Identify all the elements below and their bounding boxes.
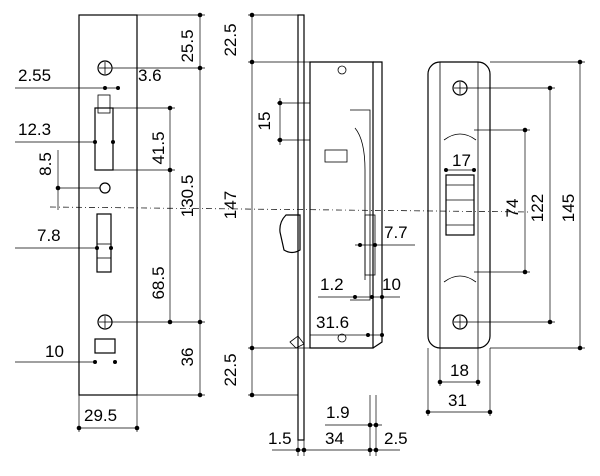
label-side-gap-b: 10: [382, 275, 401, 294]
label-side-total: 147: [221, 191, 240, 219]
label-side-inner: 7.7: [384, 223, 408, 242]
label-slot-width: 12.3: [18, 120, 51, 139]
label-slot-height: 41.5: [149, 131, 168, 164]
label-bottom-slot: 10: [45, 342, 64, 361]
label-front-span-a: 74: [503, 199, 522, 218]
label-lower-width: 7.8: [37, 226, 61, 245]
faceplate-strip: [297, 14, 305, 441]
middle-hole: [99, 182, 111, 194]
center-line: [49, 206, 531, 213]
bottom-square-slot: [94, 338, 116, 354]
label-side-offset: 8.5: [36, 152, 55, 176]
label-hole-left: 2.55: [18, 66, 51, 85]
label-side-gap-a: 1.2: [320, 275, 344, 294]
strike-plate-view: 25.5 2.55 3.6 12.3 41.5 8.5 130.5 7.8 68…: [15, 12, 205, 432]
lower-bolt-slot: [96, 213, 112, 273]
label-side-thin-c: 2.5: [384, 429, 408, 448]
label-center-span: 130.5: [178, 175, 197, 218]
label-front-span-b: 122: [528, 194, 547, 222]
lock-body: [309, 61, 374, 349]
label-side-depth: 31.6: [316, 313, 349, 332]
label-plate-width: 29.5: [84, 406, 117, 425]
label-bottom-offset: 36: [178, 348, 197, 367]
upper-latch-slot: [94, 107, 114, 171]
label-side-top: 22.5: [221, 23, 240, 56]
front-latch-window: [445, 174, 475, 236]
label-top-offset: 25.5: [178, 29, 197, 62]
label-lower-height: 68.5: [149, 266, 168, 299]
front-plate-outline: [427, 61, 491, 349]
label-front-window: 17: [452, 151, 471, 170]
label-front-span-c: 145: [559, 194, 578, 222]
label-side-body: 34: [325, 429, 344, 448]
label-side-thin-a: 1.9: [326, 403, 350, 422]
front-view: 17 74 122 145 18 31: [425, 59, 585, 416]
strike-plate-outline: [78, 14, 138, 396]
label-side-upper: 15: [255, 112, 274, 131]
label-front-inner-w: 18: [450, 361, 469, 380]
label-front-outer-w: 31: [448, 391, 467, 410]
latch-hook: [279, 214, 301, 254]
side-view: 22.5 147 15 7.7 1.2 10 31.6 22.5 1.9 1.5…: [221, 12, 415, 456]
label-side-bottom: 22.5: [221, 353, 240, 386]
label-hole-right: 3.6: [138, 66, 162, 85]
label-side-thin-b: 1.5: [268, 429, 292, 448]
